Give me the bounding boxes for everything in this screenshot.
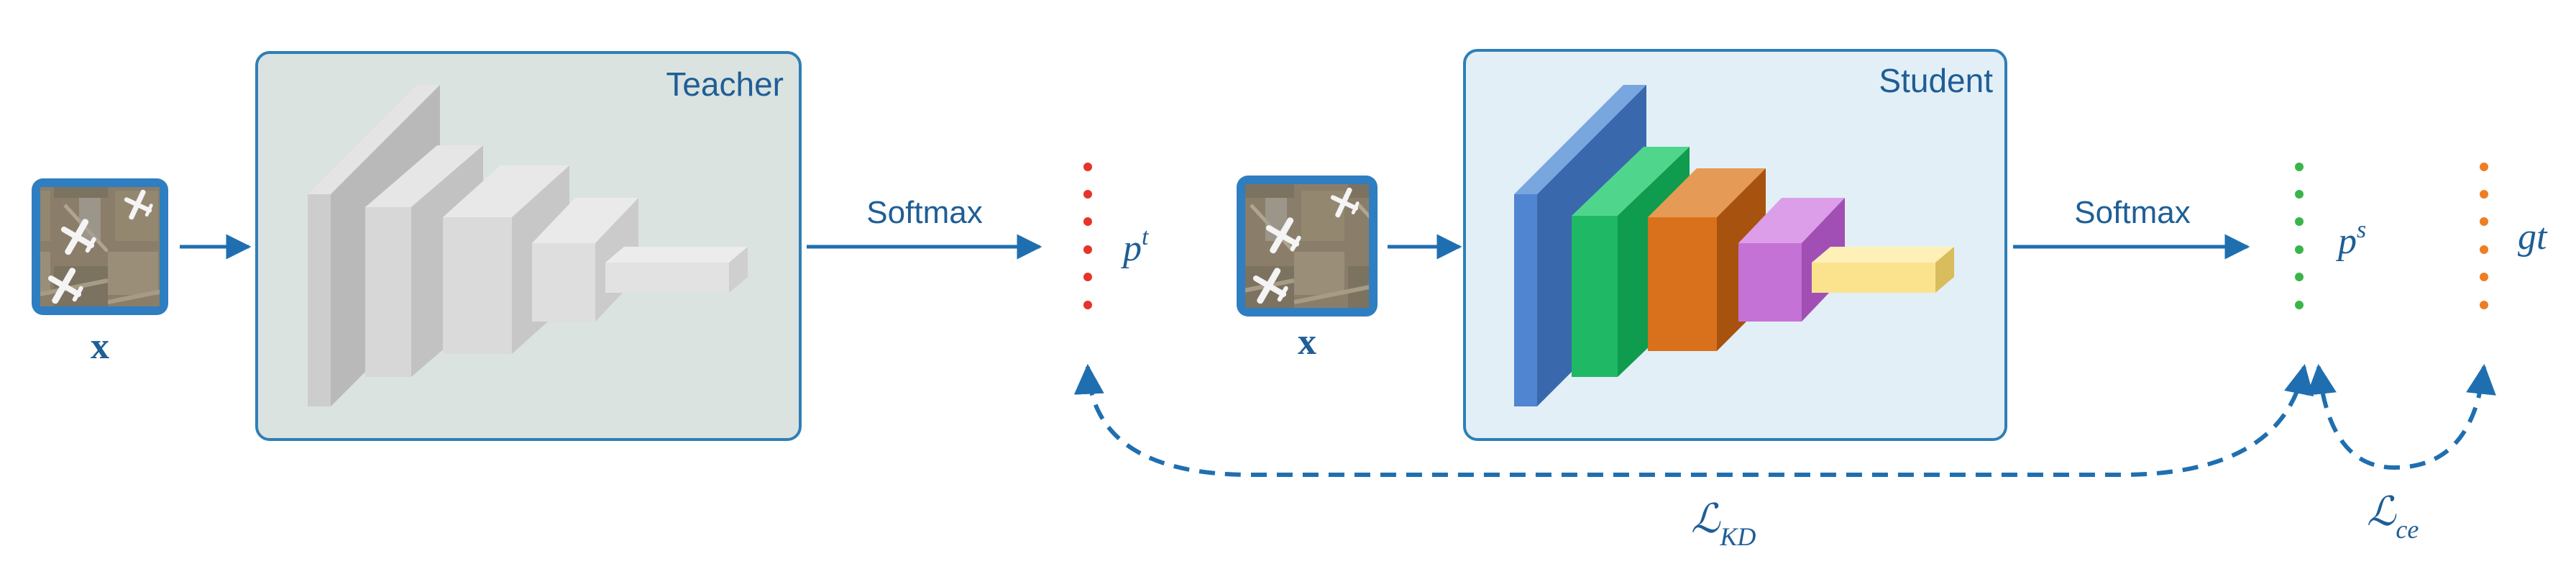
- student-prob-dots: [2295, 163, 2304, 309]
- student-input-image: [1237, 176, 1378, 317]
- teacher-softmax-label: Softmax: [866, 195, 982, 230]
- ce-loss-arrow: [2306, 363, 2496, 470]
- kd-loss-script: ℒ: [1691, 497, 1721, 542]
- kd-loss-sub: KD: [1719, 522, 1756, 551]
- ground-truth-dots: [2480, 163, 2488, 309]
- ce-loss-label: ℒce: [2367, 490, 2419, 544]
- teacher-input-label: x: [91, 326, 109, 367]
- student-prob-sup: s: [2357, 217, 2366, 243]
- ce-loss-sub: ce: [2396, 515, 2419, 544]
- teacher-prob-label: pt: [1120, 224, 1150, 269]
- student-softmax-label: Softmax: [2074, 195, 2190, 230]
- student-layer-5: [1812, 247, 1954, 293]
- student-prob-base: p: [2335, 221, 2357, 262]
- ground-truth-label: gt: [2518, 217, 2548, 258]
- student-input-label: x: [1298, 322, 1316, 363]
- student-title: Student: [1879, 62, 1993, 99]
- teacher-title: Teacher: [666, 65, 784, 103]
- teacher-input-image: [32, 178, 168, 315]
- teacher-prob-base: p: [1120, 228, 1142, 269]
- teacher-prob-sup: t: [1142, 224, 1150, 250]
- teacher-layer-5: [605, 247, 748, 293]
- kd-loss-label: ℒKD: [1691, 497, 1756, 551]
- teacher-prob-dots: [1083, 163, 1092, 309]
- student-prob-label: ps: [2335, 217, 2366, 262]
- kd-loss-arrow: [1073, 363, 2314, 477]
- ce-loss-script: ℒ: [2367, 490, 2397, 534]
